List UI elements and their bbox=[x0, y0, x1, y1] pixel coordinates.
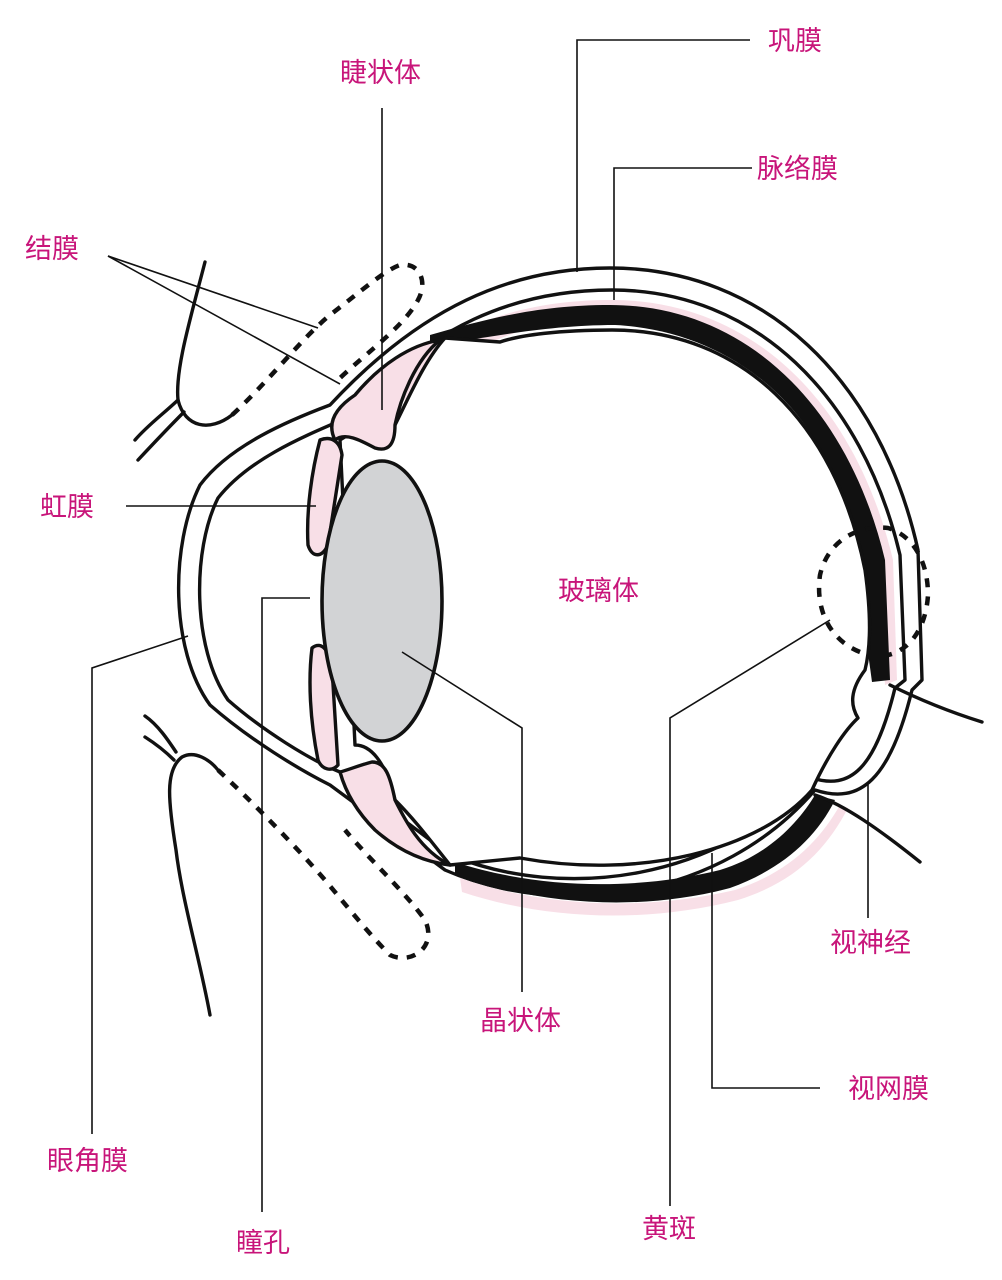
choroid-leader bbox=[613, 167, 752, 300]
retina-leader bbox=[711, 853, 820, 1089]
macula-leader bbox=[669, 619, 831, 1206]
label-macula: 黄斑 bbox=[642, 1214, 696, 1245]
iris-upper bbox=[305, 436, 344, 557]
label-optic-nerve: 视神经 bbox=[830, 928, 911, 959]
optic-disc-outline bbox=[816, 525, 931, 658]
conjunctiva-leader-lower bbox=[107, 255, 341, 385]
ciliary-body-lower bbox=[338, 760, 452, 867]
label-cornea: 眼角膜 bbox=[47, 1146, 128, 1177]
lens-leader bbox=[401, 651, 523, 992]
lower-eyelid-contour bbox=[167, 752, 220, 1017]
label-sclera: 巩膜 bbox=[768, 26, 822, 57]
retina-pigment-bottom bbox=[455, 795, 835, 903]
upper-eyelid-inner-line-2 bbox=[136, 410, 186, 462]
upper-conjunctiva-sac bbox=[230, 262, 425, 417]
lens bbox=[320, 459, 444, 743]
label-choroid: 脉络膜 bbox=[757, 154, 838, 185]
label-conjunctiva: 结膜 bbox=[25, 234, 79, 265]
lower-eyelid-inner-line-2 bbox=[143, 735, 176, 762]
upper-eyelid-inner-line-1 bbox=[133, 398, 180, 442]
choroid-band-bottom bbox=[460, 805, 848, 916]
label-vitreous: 玻璃体 bbox=[558, 576, 639, 607]
ciliary-body-upper bbox=[330, 338, 442, 451]
optic-nerve-upper-line bbox=[888, 683, 984, 724]
sclera-leader bbox=[576, 39, 750, 272]
lower-eyelid-inner-line-1 bbox=[143, 714, 178, 754]
optic-nerve-lower-line bbox=[813, 793, 922, 864]
label-ciliary-body: 睫状体 bbox=[340, 58, 421, 89]
conjunctiva-leader-upper bbox=[107, 255, 319, 329]
label-lens: 晶状体 bbox=[480, 1006, 561, 1037]
cornea-leader bbox=[91, 635, 189, 1134]
label-pupil: 瞳孔 bbox=[236, 1228, 290, 1259]
label-iris: 虹膜 bbox=[40, 492, 94, 523]
upper-eyelid-contour bbox=[175, 260, 234, 427]
lower-conjunctiva-sac bbox=[216, 768, 431, 961]
pupil-leader bbox=[261, 597, 310, 1212]
label-retina: 视网膜 bbox=[848, 1074, 929, 1105]
